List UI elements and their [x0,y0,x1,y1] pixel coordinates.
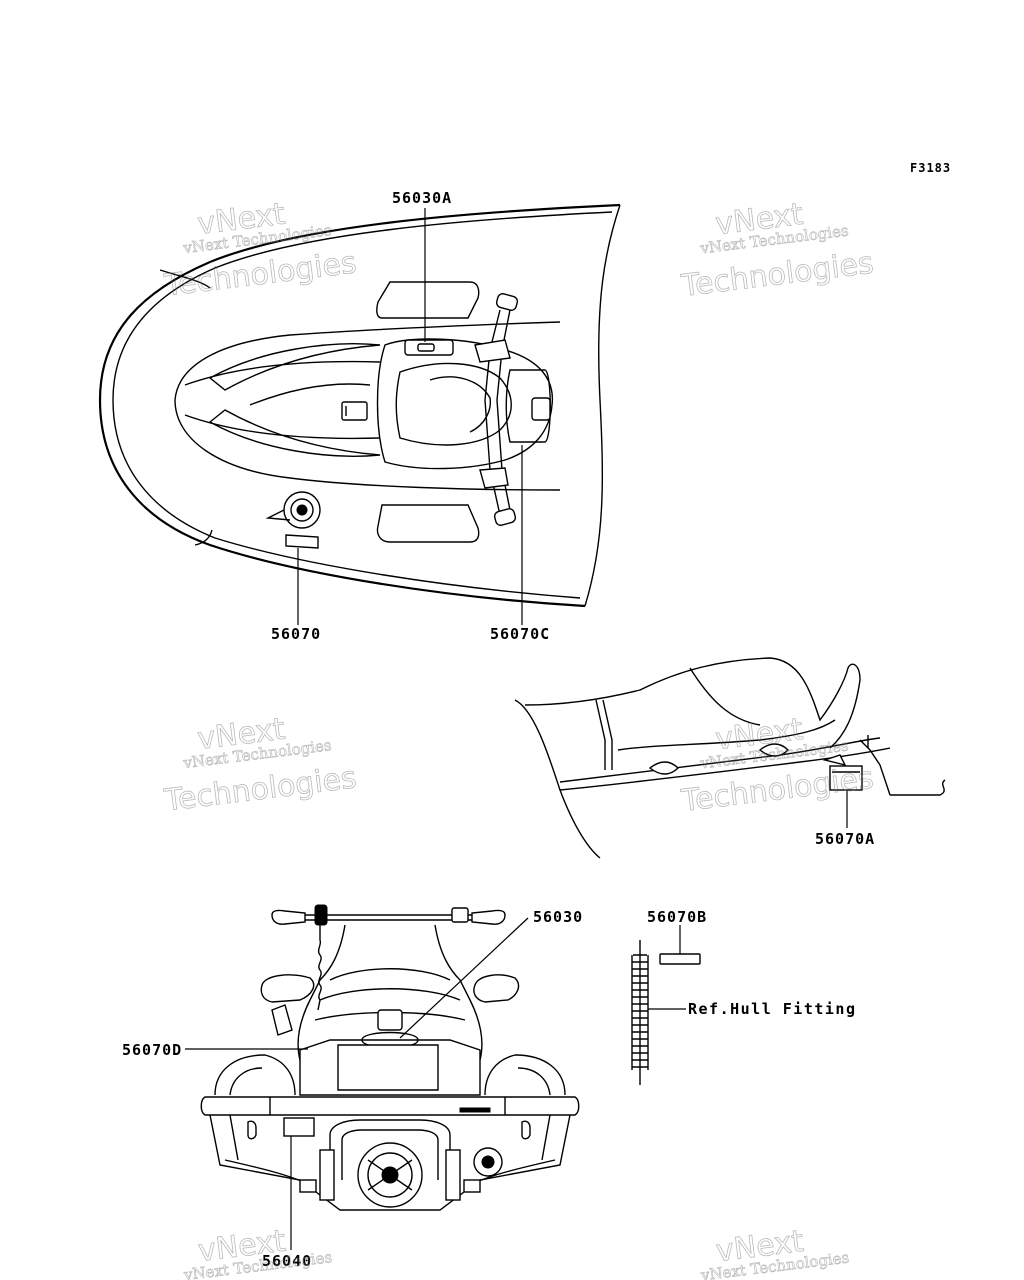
watermark-middle-right: vNext vNext Technologies Technologies [678,712,875,820]
part-label-56070A[interactable]: 56070A [815,830,875,848]
top-view-drawing [98,203,621,608]
part-label-56070[interactable]: 56070 [271,625,321,643]
part-label-56070C[interactable]: 56070C [490,625,550,643]
watermark-top-left: vNext vNext Technologies Technologies [161,196,358,304]
watermark-bottom-right: vNext vNext Technologies [699,1223,851,1280]
part-label-56070D[interactable]: 56070D [122,1041,182,1059]
watermark-top-right: vNext vNext Technologies Technologies [678,197,875,305]
watermark-middle-left: vNext vNext Technologies Technologies [161,711,358,819]
side-view-drawing [514,657,946,859]
part-label-56030A[interactable]: 56030A [392,189,452,207]
rear-view-drawing [200,904,580,1211]
figure-code: F3183 [910,161,951,175]
part-label-56070B[interactable]: 56070B [647,908,707,926]
hull-fitting-drawing [631,940,701,1085]
reference-note-hull-fitting: Ref.Hull Fitting [688,1000,857,1018]
part-label-56030[interactable]: 56030 [533,908,583,926]
part-label-56040[interactable]: 56040 [262,1252,312,1270]
watermark-bottom-left: vNext vNext Technologies [182,1223,334,1280]
